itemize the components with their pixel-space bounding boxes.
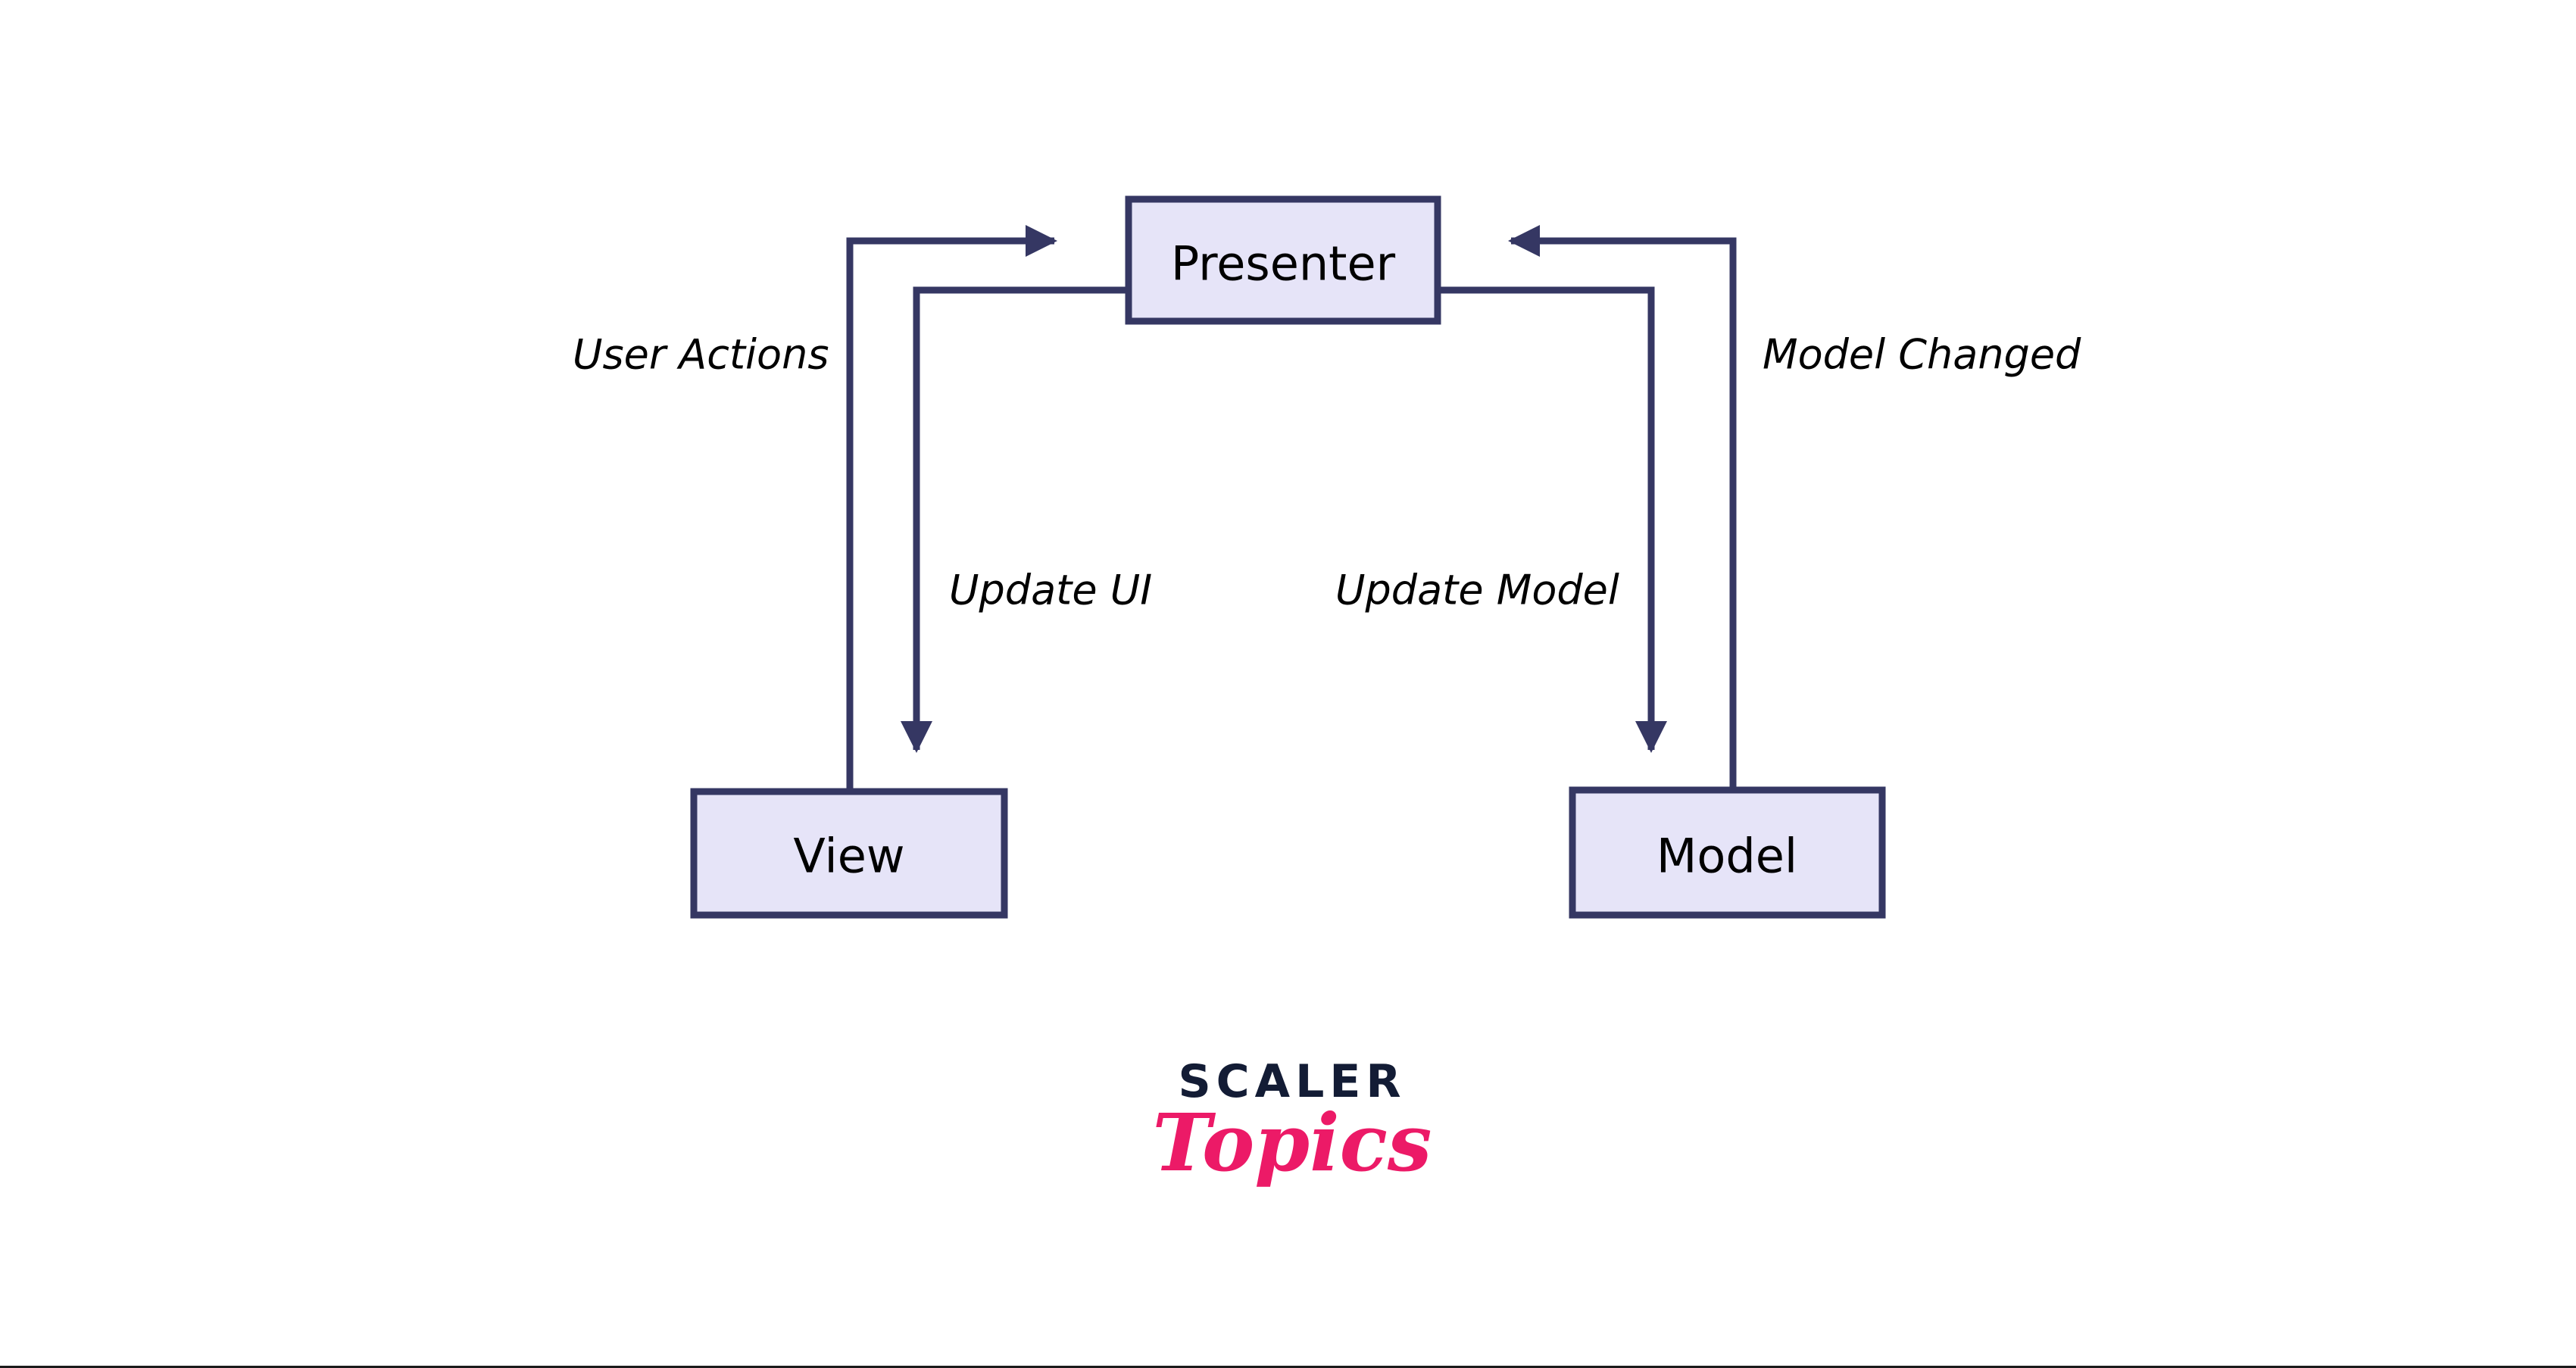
edge-update-model-label: Update Model — [1335, 567, 1619, 614]
edge-update-ui-label: Update UI — [949, 567, 1152, 614]
edge-user-actions-label: User Actions — [573, 331, 829, 379]
edge-model-changed-path — [1508, 225, 1737, 790]
node-model-box[interactable] — [1569, 786, 1886, 919]
edge-update-ui-path — [901, 286, 1129, 753]
node-presenter-box[interactable] — [1125, 195, 1441, 325]
logo-scaler-wordmark: SCALER — [1178, 1055, 1406, 1108]
node-model[interactable]: Model — [1569, 786, 1886, 919]
node-presenter[interactable]: Presenter — [1125, 195, 1441, 325]
node-model-label: Model — [1656, 829, 1797, 884]
scaler-topics-logo: SCALER Topics — [1153, 1055, 1432, 1189]
bottom-divider — [0, 1366, 2576, 1368]
edge-update-model-path — [1438, 286, 1667, 753]
node-presenter-label: Presenter — [1171, 236, 1396, 292]
edge-model-changed-label: Model Changed — [1763, 331, 2081, 379]
node-view[interactable]: View — [690, 788, 1008, 919]
edge-update-model: Update Model — [1335, 286, 1667, 753]
edge-user-actions: User Actions — [573, 225, 1057, 792]
edge-user-actions-path — [846, 225, 1057, 792]
node-view-box[interactable] — [690, 788, 1008, 919]
logo-topics-wordmark: Topics — [1153, 1096, 1432, 1189]
edge-update-ui: Update UI — [901, 286, 1152, 753]
edge-model-changed: Model Changed — [1508, 225, 2081, 790]
node-view-label: View — [793, 829, 904, 884]
